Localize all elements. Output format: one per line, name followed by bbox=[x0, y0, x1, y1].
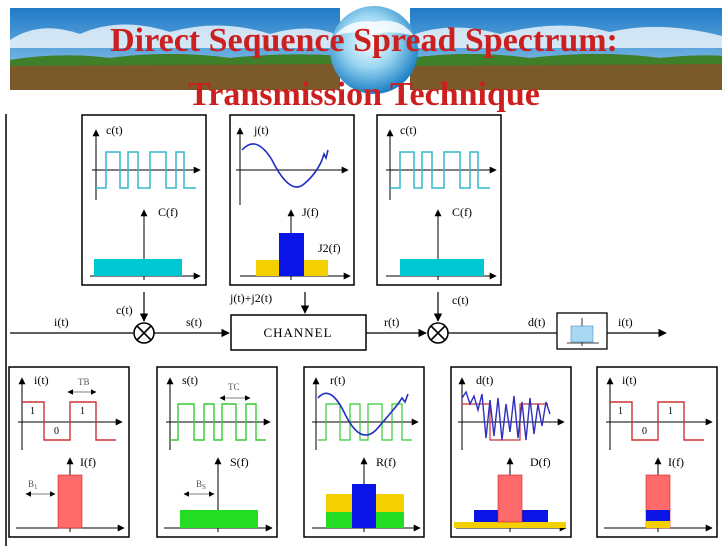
info-waveform bbox=[22, 401, 116, 441]
time-label: d(t) bbox=[476, 373, 493, 387]
flow-label-rx: r(t) bbox=[384, 315, 399, 329]
multiplier-rx-icon bbox=[427, 322, 449, 344]
despread-yellow-band bbox=[454, 522, 566, 528]
bottom-panel-spread: s(t) TC S(f) BS bbox=[156, 366, 278, 538]
freq-label: I(f) bbox=[668, 455, 684, 469]
freq-label: D(f) bbox=[530, 455, 551, 469]
received-blue-band bbox=[352, 484, 376, 528]
channel-block bbox=[230, 314, 367, 351]
flow-label-tx: s(t) bbox=[186, 315, 202, 329]
freq-label: C(f) bbox=[452, 205, 472, 219]
received-chips bbox=[318, 403, 412, 441]
lowpass-filter-block bbox=[556, 312, 608, 350]
freq-label: R(f) bbox=[376, 455, 396, 469]
freq-label: J(f) bbox=[302, 205, 319, 219]
received-jammer-wave bbox=[317, 392, 409, 436]
time-label: j(t) bbox=[253, 123, 269, 137]
jammer-main-band bbox=[279, 233, 304, 276]
page-title: Direct Sequence Spread Spectrum: bbox=[110, 22, 618, 59]
freq-label: S(f) bbox=[230, 455, 249, 469]
signal-flow: i(t) c(t) s(t) j(t)+j2(t) CHANNEL r(t) c… bbox=[10, 291, 667, 351]
flow-label-output: i(t) bbox=[618, 315, 633, 329]
top-panel-jammer: j(t) J(f) J2(f) bbox=[229, 114, 355, 286]
band-label: BS bbox=[196, 479, 206, 491]
bottom-panel-received: r(t) R(f) bbox=[303, 366, 425, 538]
band-label: B1 bbox=[28, 479, 38, 491]
chip-waveform bbox=[96, 151, 196, 189]
multiplier-tx-icon bbox=[133, 322, 155, 344]
bit-width-label: TB bbox=[78, 377, 90, 387]
flow-label-input: i(t) bbox=[54, 315, 69, 329]
time-label: r(t) bbox=[330, 373, 345, 387]
banner-grass bbox=[10, 54, 722, 66]
bit-label: 0 bbox=[54, 426, 59, 437]
time-label: i(t) bbox=[34, 373, 49, 387]
flow-label-chip-out: c(t) bbox=[452, 293, 469, 307]
bottom-panel-info-tx: i(t) TB 1 0 1 I(f) B1 bbox=[8, 366, 130, 538]
despread-info bbox=[462, 403, 548, 441]
top-panel-chip-rx: c(t) C(f) bbox=[376, 114, 502, 286]
channel-label: CHANNEL bbox=[263, 325, 332, 340]
top-panel-chip-tx: c(t) C(f) bbox=[81, 114, 207, 286]
freq-label: C(f) bbox=[158, 205, 178, 219]
flow-label-jammer: j(t)+j2(t) bbox=[229, 291, 272, 305]
recovered-yellow-residual bbox=[646, 521, 670, 528]
time-label: c(t) bbox=[106, 123, 123, 137]
page-subtitle: Transmission Technique bbox=[188, 76, 540, 113]
recovered-blue-residual bbox=[646, 510, 670, 521]
title-banner bbox=[10, 6, 722, 94]
freq-label-2: J2(f) bbox=[318, 241, 341, 255]
info-spectrum-bar bbox=[57, 474, 83, 529]
bit-label: 1 bbox=[30, 406, 35, 417]
chip-waveform bbox=[390, 151, 490, 189]
dsss-diagram: c(t) C(f) j(t) J(f) J2(f) c(t) C(f) i(t) bbox=[5, 114, 718, 546]
despread-info-bar bbox=[497, 474, 523, 523]
bit-label: 0 bbox=[642, 426, 647, 437]
bit-label: 1 bbox=[80, 406, 85, 417]
bottom-panel-info-rx: i(t) 1 0 1 I(f) bbox=[596, 366, 718, 538]
globe-splash bbox=[334, 20, 414, 36]
despread-noise bbox=[461, 390, 551, 441]
spread-spectrum-bar bbox=[180, 510, 258, 528]
flow-label-chip-in: c(t) bbox=[116, 303, 133, 317]
flow-label-despread: d(t) bbox=[528, 315, 545, 329]
time-label: c(t) bbox=[400, 123, 417, 137]
time-label: s(t) bbox=[182, 373, 198, 387]
banner-clouds bbox=[10, 24, 722, 48]
freq-label: I(f) bbox=[80, 455, 96, 469]
panel-frame bbox=[376, 114, 502, 286]
jammer-waveform bbox=[241, 143, 329, 188]
recovered-waveform bbox=[610, 401, 704, 441]
bit-label: 1 bbox=[618, 406, 623, 417]
chip-width-label: TC bbox=[228, 382, 240, 392]
chip-spectrum-bar bbox=[400, 259, 484, 276]
bit-label: 1 bbox=[668, 406, 673, 417]
time-label: i(t) bbox=[622, 373, 637, 387]
chip-spectrum-bar bbox=[94, 259, 182, 276]
panel-frame bbox=[156, 366, 278, 538]
spread-waveform bbox=[170, 403, 266, 441]
bottom-panel-despread: d(t) D(f) bbox=[450, 366, 572, 538]
